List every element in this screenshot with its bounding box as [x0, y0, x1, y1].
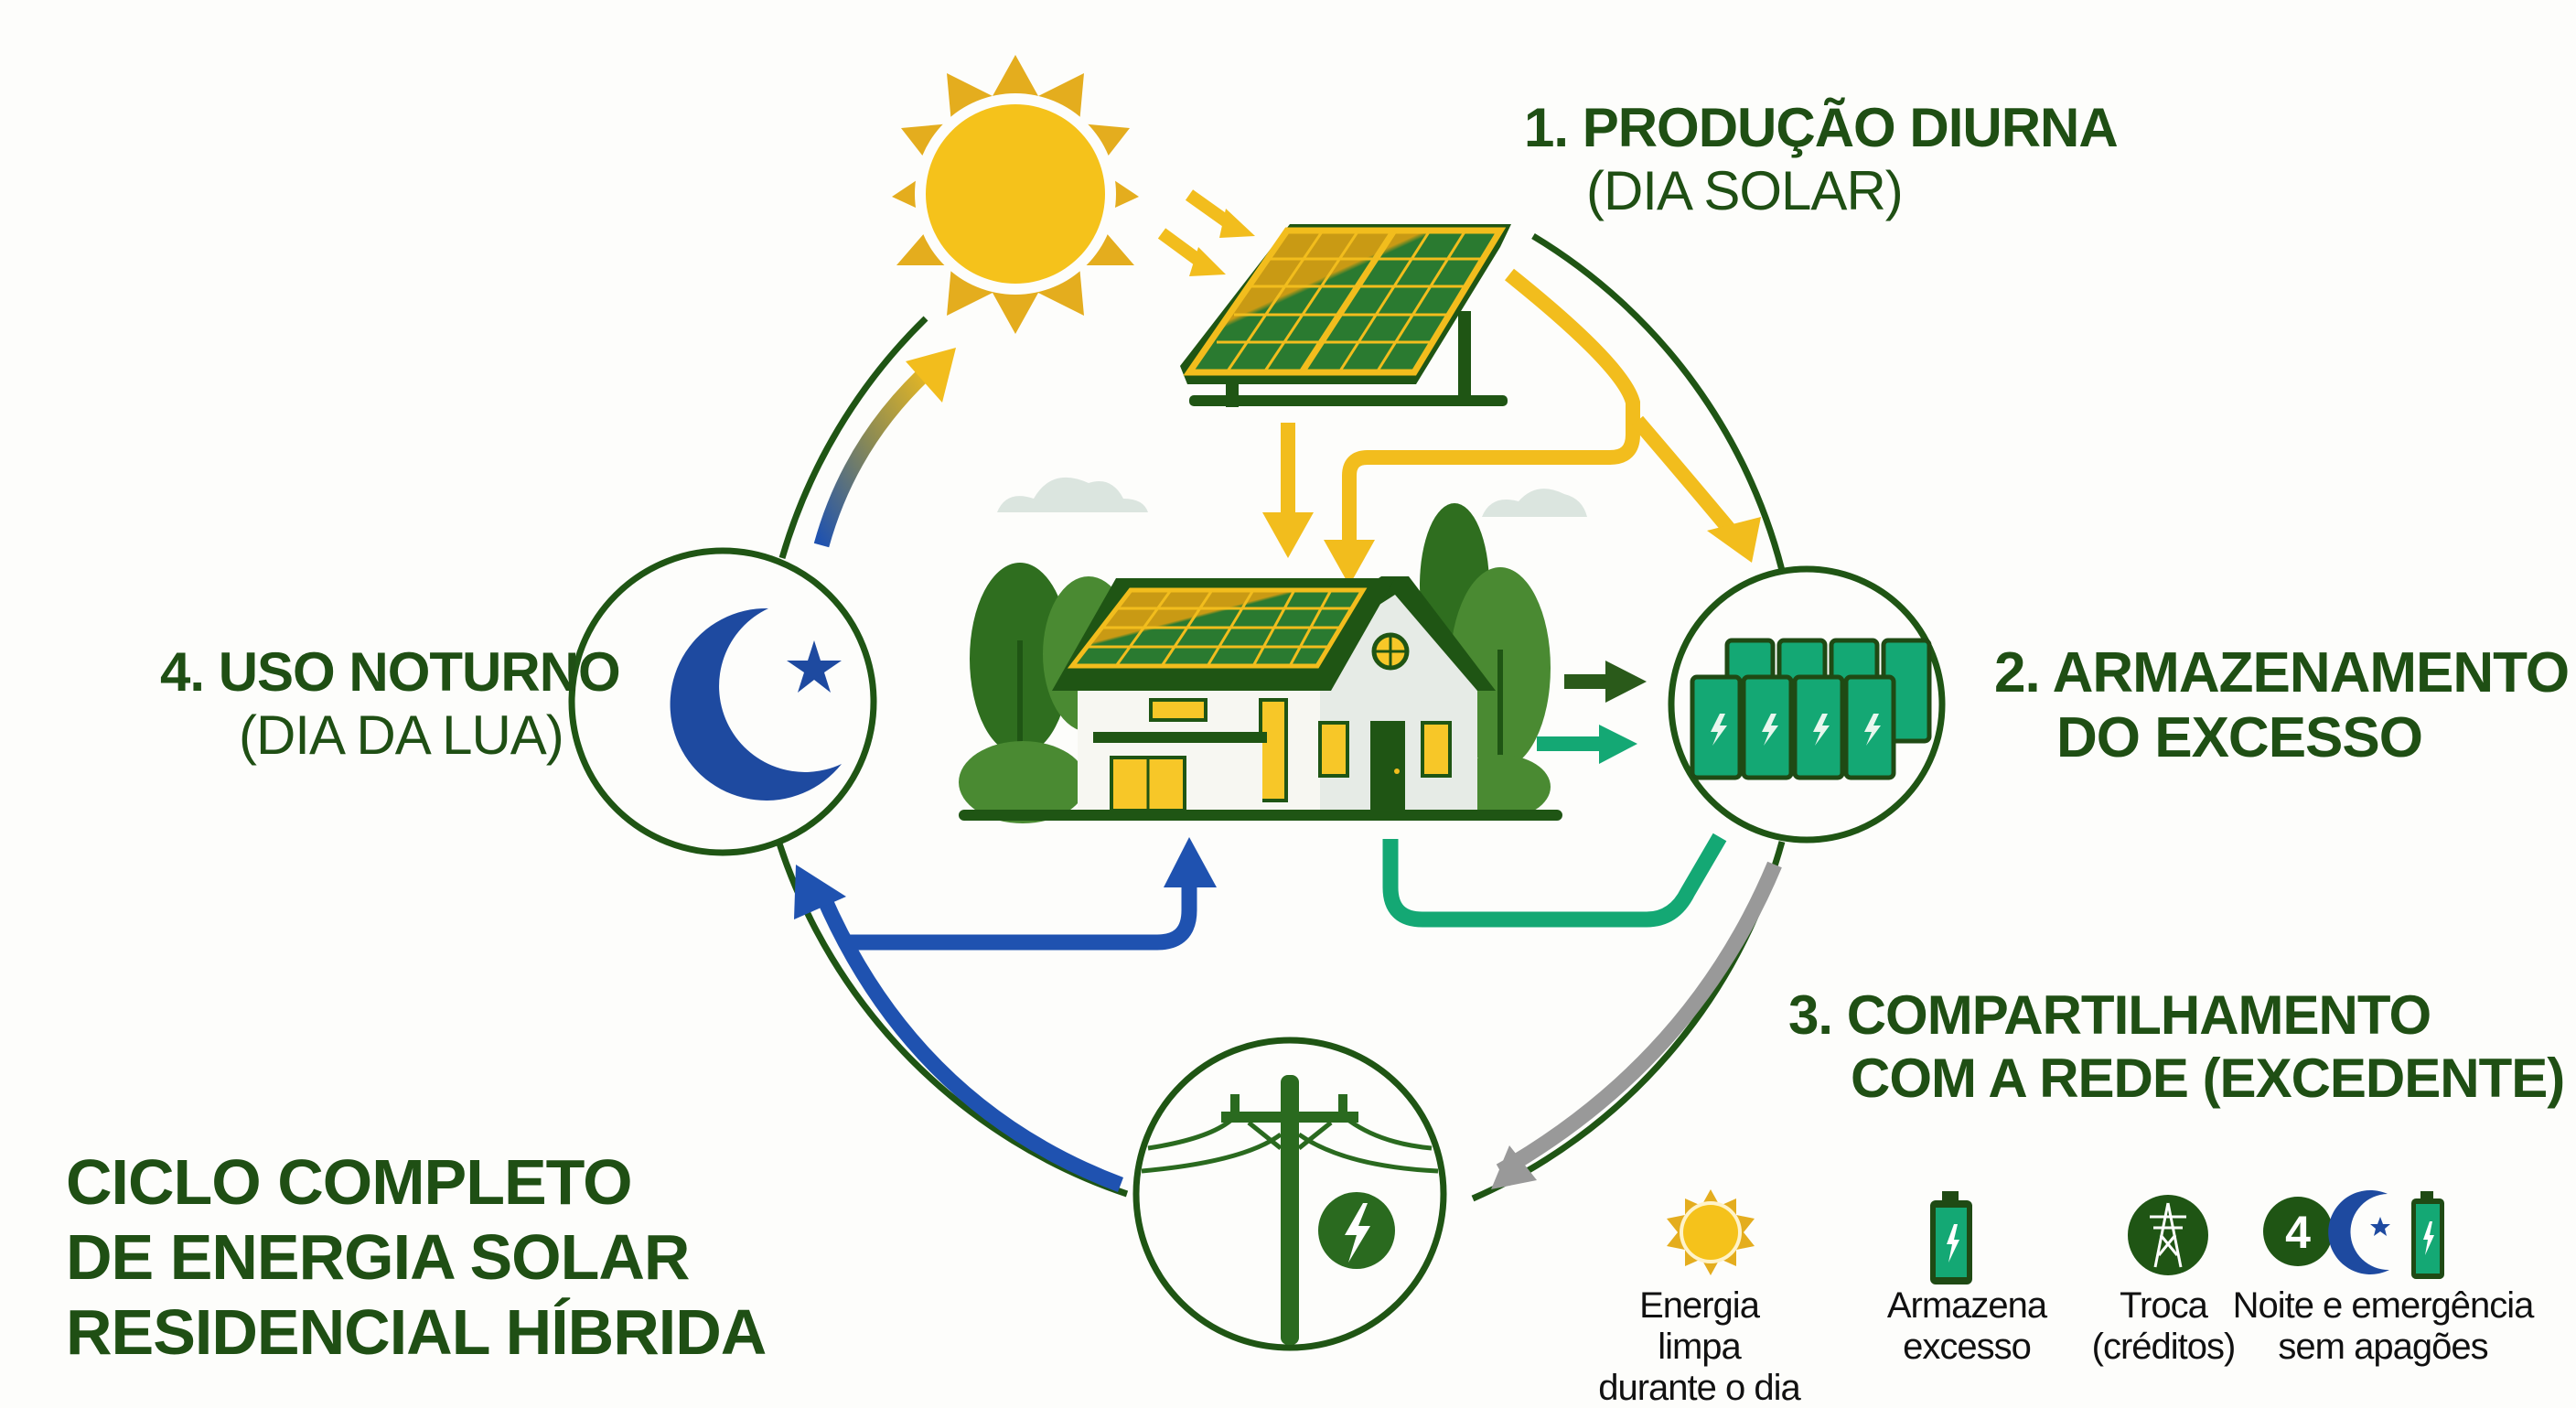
step-3-label: 3. COMPARTILHAMENTO COM A REDE (EXCEDENT…	[1788, 983, 2565, 1110]
house-to-battery-arrows	[1537, 661, 1647, 764]
cloud-icon	[997, 477, 1587, 517]
step-3-title: 3. COMPARTILHAMENTO	[1788, 984, 2431, 1046]
grid-export-arrow	[1491, 861, 1782, 1189]
legend-line: durante o dia	[1598, 1367, 1801, 1408]
title-line-1: CICLO COMPLETO	[66, 1146, 633, 1218]
title-line-3: RESIDENCIAL HÍBRIDA	[66, 1295, 767, 1368]
step-4-title: 4. USO NOTURNO	[160, 641, 621, 703]
legend-item-storage: Armazena excesso	[1875, 1285, 2058, 1368]
legend-badge-number: 4	[2285, 1207, 2311, 1258]
step-4-label: 4. USO NOTURNO (DIA DA LUA)	[160, 640, 621, 767]
step-3-subtitle: COM A REDE (EXCEDENTE)	[1851, 1048, 2565, 1109]
battery-return-arrow	[1382, 833, 1727, 928]
house-with-solar-roof-icon	[959, 503, 1562, 823]
legend-sun-icon	[1667, 1189, 1755, 1275]
legend-item-exchange: Troca (créditos)	[2072, 1285, 2255, 1368]
legend-line: (créditos)	[2091, 1326, 2237, 1367]
moon-to-sun-arrow	[813, 348, 956, 548]
step-1-label: 1. PRODUÇÃO DIURNA (DIA SOLAR)	[1524, 96, 2119, 222]
moon-star-icon	[568, 547, 877, 856]
legend-line: excesso	[1903, 1326, 2032, 1367]
utility-pole-icon	[1132, 1037, 1447, 1351]
legend-item-clean-energy: Energia limpa durante o dia	[1596, 1285, 1802, 1408]
legend-line: Noite e emergência	[2232, 1285, 2535, 1326]
step-2-subtitle: DO EXCESSO	[2056, 706, 2423, 770]
step-1-subtitle: (DIA SOLAR)	[1586, 160, 1904, 221]
step-2-title: 2. ARMAZENAMENTO	[1994, 641, 2570, 704]
legend-line: Troca	[2120, 1285, 2208, 1326]
step-2-label: 2. ARMAZENAMENTO DO EXCESSO	[1994, 640, 2570, 771]
legend-line: Energia limpa	[1639, 1285, 1760, 1367]
legend-night-icon: 4	[2263, 1189, 2444, 1279]
solar-panel-icon	[1180, 224, 1511, 407]
battery-bank-icon	[1668, 565, 1946, 844]
night-usage-arrows	[794, 837, 1217, 1192]
sunlight-arrows	[1157, 189, 1255, 276]
legend-line: Armazena	[1886, 1285, 2047, 1326]
legend-tower-icon	[2128, 1195, 2208, 1275]
legend-battery-icon	[1930, 1191, 1972, 1284]
step-1-title: 1. PRODUÇÃO DIURNA	[1524, 97, 2119, 158]
legend-item-night: Noite e emergência sem apagões	[2214, 1285, 2552, 1368]
legend-line: sem apagões	[2278, 1326, 2488, 1367]
title-line-2: DE ENERGIA SOLAR	[66, 1220, 690, 1293]
arrowheads-yellow	[1262, 512, 1761, 586]
sun-icon	[892, 55, 1139, 334]
step-4-subtitle: (DIA DA LUA)	[239, 704, 564, 766]
diagram-title: CICLO COMPLETO DE ENERGIA SOLAR RESIDENC…	[66, 1145, 767, 1370]
